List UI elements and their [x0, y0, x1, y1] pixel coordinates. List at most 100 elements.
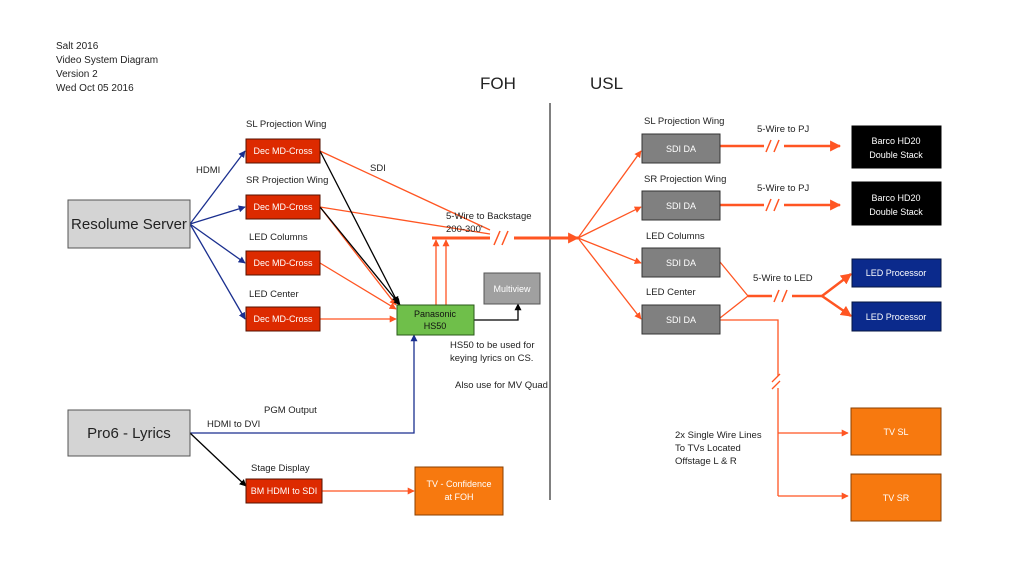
bm-hdmi-to-sdi-box[interactable]: BM HDMI to SDI: [245, 478, 323, 504]
label-5wire-to-pj-1: 5-Wire to PJ: [757, 124, 810, 135]
sdi-da-label-sl: SDI DA: [666, 144, 696, 154]
led-processor-1-label: LED Processor: [866, 268, 927, 278]
led-merge-from-sdi4: [719, 295, 749, 319]
sdi-da-box-led-columns[interactable]: SDI DA: [641, 247, 721, 278]
pgm-output-line: [190, 334, 418, 434]
break-mark-led-2: [781, 289, 788, 303]
led-processor-box-2[interactable]: LED Processor: [851, 301, 942, 332]
label-tv-lines-line3: Offstage L & R: [675, 456, 737, 467]
label-mv-note: Also use for MV Quad: [455, 380, 548, 391]
sdi-line-dec3-switcher: [319, 262, 397, 310]
label-sr-projection-wing-foh: SR Projection Wing: [246, 175, 328, 186]
label-hs50-note-line2: keying lyrics on CS.: [450, 353, 533, 364]
tv-line-down-a: [720, 319, 779, 376]
resolume-server-label: Resolume Server: [71, 216, 187, 233]
header-line-title: Salt 2016: [56, 41, 99, 52]
label-sl-projection-wing-usl: SL Projection Wing: [644, 116, 724, 127]
fan-line-sdi3: [577, 237, 642, 264]
sdi-da-label-sr: SDI DA: [666, 201, 696, 211]
resolume-server-box[interactable]: Resolume Server: [67, 199, 191, 249]
stage-display-line: [189, 432, 247, 487]
barco-box-1[interactable]: Barco HD20 Double Stack: [851, 125, 942, 169]
panasonic-label-line2: HS50: [424, 321, 447, 331]
sdi-line-dec2-backstage: [319, 206, 491, 235]
label-sr-projection-wing-usl: SR Projection Wing: [644, 174, 726, 185]
panasonic-label-line1: Panasonic: [414, 309, 457, 319]
label-tv-lines-line1: 2x Single Wire Lines: [675, 430, 762, 441]
tv-sl-label: TV SL: [883, 427, 908, 437]
label-stage-display: Stage Display: [251, 463, 310, 474]
tv-sr-label: TV SR: [883, 493, 910, 503]
break-mark-pj2-1: [765, 198, 772, 212]
dec-md-cross-box-led-center[interactable]: Dec MD-Cross: [245, 306, 321, 332]
panasonic-hs50-box[interactable]: Panasonic HS50: [396, 304, 475, 336]
tv-sr-box[interactable]: TV SR: [850, 473, 942, 522]
label-5wire-to-pj-2: 5-Wire to PJ: [757, 183, 810, 194]
sdi-da-label-led-columns: SDI DA: [666, 258, 696, 268]
break-mark-backstage-1: [493, 230, 501, 246]
zone-label-usl: USL: [590, 74, 623, 93]
tv-confidence-box[interactable]: TV - Confidence at FOH: [414, 466, 504, 516]
sdi-da-box-led-center[interactable]: SDI DA: [641, 304, 721, 335]
sdi-line-dec1-backstage: [319, 150, 491, 231]
fan-line-sdi2: [577, 206, 642, 239]
label-sdi: SDI: [370, 163, 386, 174]
label-backstage-line1: 5-Wire to Backstage: [446, 211, 532, 222]
dec-md-cross-box-led-columns[interactable]: Dec MD-Cross: [245, 250, 321, 276]
break-mark-pj1-2: [773, 139, 780, 153]
dec-md-cross-label-sl: Dec MD-Cross: [253, 146, 313, 156]
led-processor-box-1[interactable]: LED Processor: [851, 258, 942, 288]
label-backstage-line2: 200-300': [446, 224, 483, 235]
multiview-line: [474, 303, 522, 321]
hdmi-line-dec2: [189, 205, 246, 225]
hdmi-line-dec4: [189, 223, 246, 320]
multiview-box[interactable]: Multiview: [483, 272, 541, 305]
annotations: SL Projection Wing SR Projection Wing LE…: [196, 116, 813, 474]
sdi-da-label-led-center: SDI DA: [666, 315, 696, 325]
dec-md-cross-box-sr[interactable]: Dec MD-Cross: [245, 194, 321, 220]
barco-box-2[interactable]: Barco HD20 Double Stack: [851, 181, 942, 226]
break-mark-tv-2: [771, 380, 781, 390]
label-hdmi-to-dvi: HDMI to DVI: [207, 419, 260, 430]
bm-hdmi-to-sdi-label: BM HDMI to SDI: [251, 486, 318, 496]
multiview-label: Multiview: [493, 284, 531, 294]
barco-1-label-line1: Barco HD20: [871, 136, 920, 146]
barco-2-label-line1: Barco HD20: [871, 193, 920, 203]
led-wire-to-proc2: [821, 294, 852, 318]
tv-sl-box[interactable]: TV SL: [850, 407, 942, 456]
label-sl-projection-wing-foh: SL Projection Wing: [246, 119, 326, 130]
dec-md-cross-label-sr: Dec MD-Cross: [253, 202, 313, 212]
break-mark-pj2-2: [773, 198, 780, 212]
dec-md-cross-box-sl[interactable]: Dec MD-Cross: [245, 138, 321, 164]
break-mark-backstage-2: [501, 230, 509, 246]
label-5wire-to-led: 5-Wire to LED: [753, 273, 813, 284]
hdmi-line-dec1: [189, 150, 246, 225]
label-tv-lines-line2: To TVs Located: [675, 443, 741, 454]
fan-line-sdi1: [577, 150, 642, 239]
hdmi-line-dec3: [189, 223, 246, 264]
label-led-center-foh: LED Center: [249, 289, 299, 300]
label-hs50-note-line1: HS50 to be used for: [450, 340, 535, 351]
label-led-columns-foh: LED Columns: [249, 232, 308, 243]
led-merge-from-sdi3: [719, 261, 749, 297]
header-block: Salt 2016 Video System Diagram Version 2…: [56, 41, 158, 94]
header-line-subtitle: Video System Diagram: [56, 55, 158, 66]
header-line-version: Version 2: [56, 69, 98, 80]
led-processor-2-label: LED Processor: [866, 312, 927, 322]
zone-label-foh: FOH: [480, 74, 516, 93]
break-mark-pj1-1: [765, 139, 772, 153]
connectors: [189, 139, 852, 500]
sdi-da-box-sr[interactable]: SDI DA: [641, 190, 721, 221]
dec-md-cross-label-led-columns: Dec MD-Cross: [253, 258, 313, 268]
black-line-dec1-switcher: [319, 150, 399, 304]
black-line-dec2-switcher: [319, 206, 401, 306]
pro6-lyrics-box[interactable]: Pro6 - Lyrics: [67, 409, 191, 457]
sdi-da-box-sl[interactable]: SDI DA: [641, 133, 721, 164]
barco-1-label-line2: Double Stack: [869, 150, 923, 160]
header-line-date: Wed Oct 05 2016: [56, 83, 134, 94]
led-wire-to-proc1: [821, 273, 852, 297]
break-mark-led-1: [773, 289, 780, 303]
break-mark-tv-1: [771, 373, 781, 383]
label-led-center-usl: LED Center: [646, 287, 696, 298]
